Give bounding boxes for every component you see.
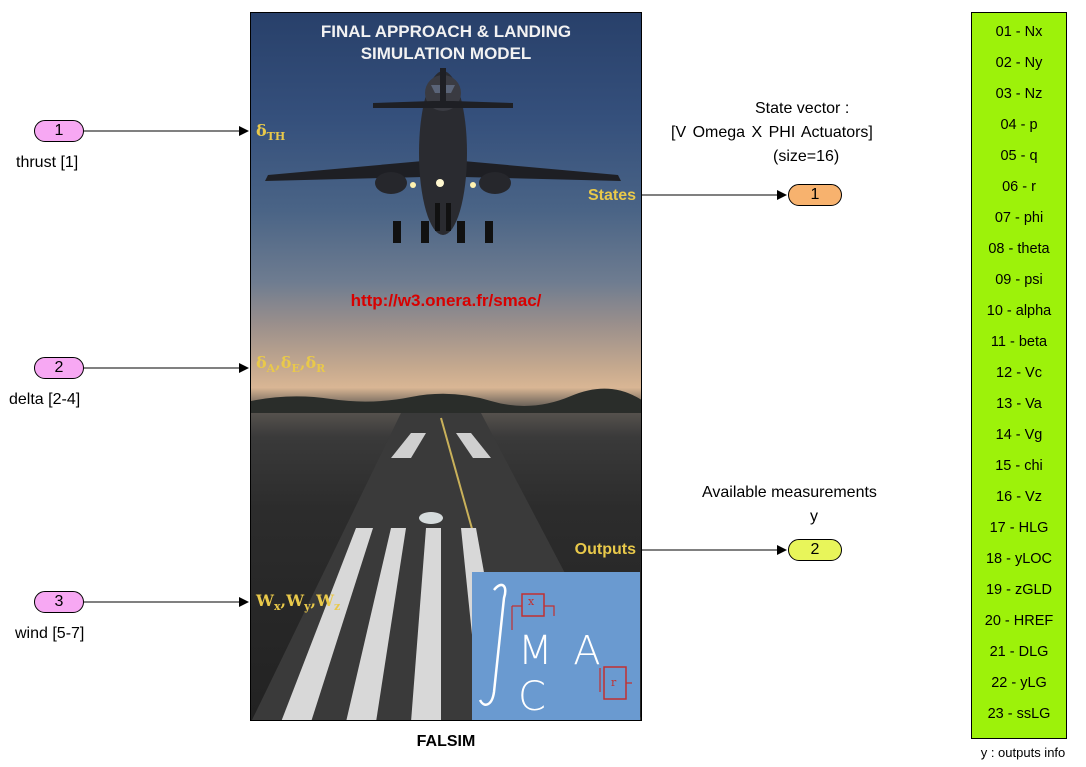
smac-logo: x r M A C bbox=[472, 572, 640, 720]
landing-scene-image bbox=[251, 68, 641, 720]
block-name-label: FALSIM bbox=[416, 733, 476, 750]
info-item: 06 - r bbox=[1002, 179, 1036, 195]
info-item: 03 - Nz bbox=[995, 86, 1043, 102]
outport-1-label-line1: State vector : bbox=[755, 100, 850, 117]
outport-2[interactable]: 2 bbox=[788, 539, 842, 561]
info-item: 11 - beta bbox=[990, 334, 1048, 350]
port-label-states: States bbox=[587, 187, 636, 204]
info-item: 22 - yLG bbox=[991, 675, 1047, 691]
info-item: 18 - yLOC bbox=[985, 551, 1053, 567]
block-title: FINAL APPROACH & LANDING SIMULATION MODE… bbox=[251, 21, 641, 65]
block-title-line2: SIMULATION MODEL bbox=[360, 44, 532, 63]
outputs-info-caption: y : outputs info bbox=[980, 745, 1066, 760]
info-item: 15 - chi bbox=[995, 458, 1043, 474]
info-item: 20 - HREF bbox=[984, 613, 1054, 629]
info-item: 14 - Vg bbox=[995, 427, 1043, 443]
block-title-line1: FINAL APPROACH & LANDING bbox=[320, 22, 572, 41]
outputs-info-panel[interactable]: 01 - Nx 02 - Ny 03 - Nz 04 - p 05 - q 06… bbox=[971, 12, 1067, 739]
info-item: 21 - DLG bbox=[989, 644, 1049, 660]
info-item: 19 - zGLD bbox=[985, 582, 1053, 598]
info-item: 12 - Vc bbox=[996, 365, 1042, 381]
block-url-link[interactable]: http://w3.onera.fr/smac/ bbox=[350, 291, 542, 310]
smac-logo-box-r: r bbox=[611, 676, 617, 689]
inport-2[interactable]: 2 bbox=[34, 357, 84, 379]
inport-3-label: wind [5-7] bbox=[15, 625, 85, 642]
inport-3[interactable]: 3 bbox=[34, 591, 84, 613]
smac-logo-box-x: x bbox=[528, 595, 535, 608]
info-item: 01 - Nx bbox=[995, 24, 1043, 40]
info-item: 13 - Va bbox=[996, 396, 1042, 412]
info-item: 10 - alpha bbox=[986, 303, 1052, 319]
inport-1-label: thrust [1] bbox=[16, 154, 79, 171]
outport-1-label-line3: (size=16) bbox=[773, 148, 840, 165]
info-item: 09 - psi bbox=[995, 272, 1043, 288]
inport-2-label: delta [2-4] bbox=[9, 391, 81, 408]
outport-1[interactable]: 1 bbox=[788, 184, 842, 206]
smac-logo-letters: M A C bbox=[518, 628, 605, 720]
info-item: 17 - HLG bbox=[989, 520, 1049, 536]
port-label-thrust: δTH bbox=[256, 121, 286, 144]
aircraft-graphic bbox=[265, 68, 621, 243]
info-item: 02 - Ny bbox=[995, 55, 1043, 71]
smac-logo-graphic bbox=[478, 583, 632, 706]
info-item: 04 - p bbox=[1000, 117, 1038, 133]
info-item: 07 - phi bbox=[994, 210, 1044, 226]
falsim-block[interactable]: FINAL APPROACH & LANDING SIMULATION MODE… bbox=[250, 12, 642, 721]
info-item: 23 - ssLG bbox=[987, 706, 1051, 722]
info-item: 08 - theta bbox=[988, 241, 1050, 257]
outport-2-label-line1: Available measurements bbox=[702, 484, 877, 501]
port-label-outputs: Outputs bbox=[574, 541, 636, 558]
info-item: 05 - q bbox=[1000, 148, 1038, 164]
outport-1-label-line2: [V Omega X PHI Actuators] bbox=[671, 124, 873, 141]
port-label-delta: δA,δE,δR bbox=[256, 353, 326, 376]
outport-2-label-line2: y bbox=[810, 508, 818, 525]
info-item: 16 - Vz bbox=[996, 489, 1042, 505]
port-label-wind: Wx,Wy,Wz bbox=[256, 591, 341, 614]
inport-1[interactable]: 1 bbox=[34, 120, 84, 142]
